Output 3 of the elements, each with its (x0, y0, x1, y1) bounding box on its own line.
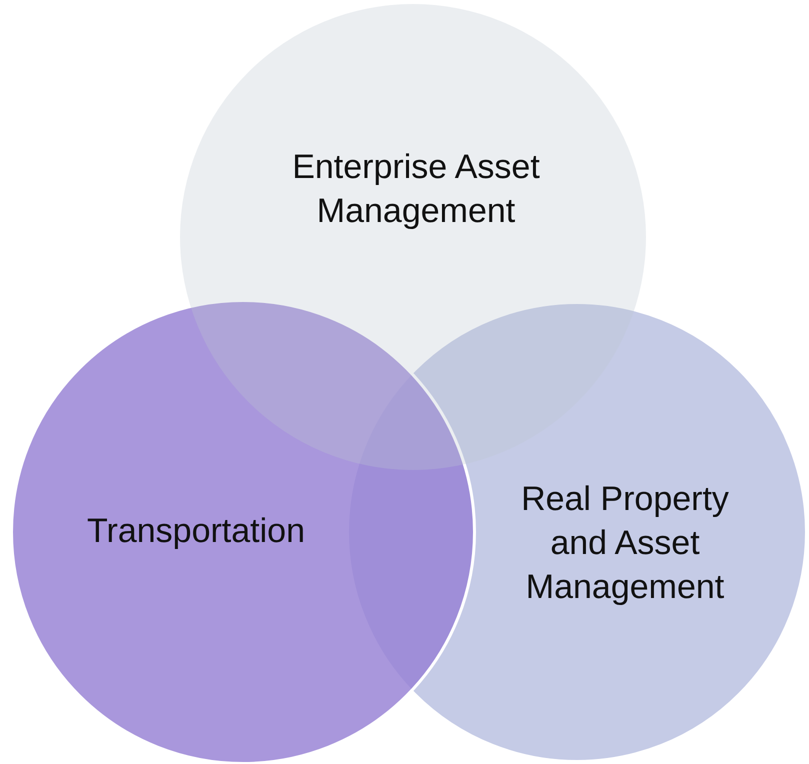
circle-label: Transportation (86, 511, 306, 552)
circle-label: Enterprise Asset Management (291, 147, 541, 232)
circle-label: Real Property and Asset Management (520, 479, 730, 608)
